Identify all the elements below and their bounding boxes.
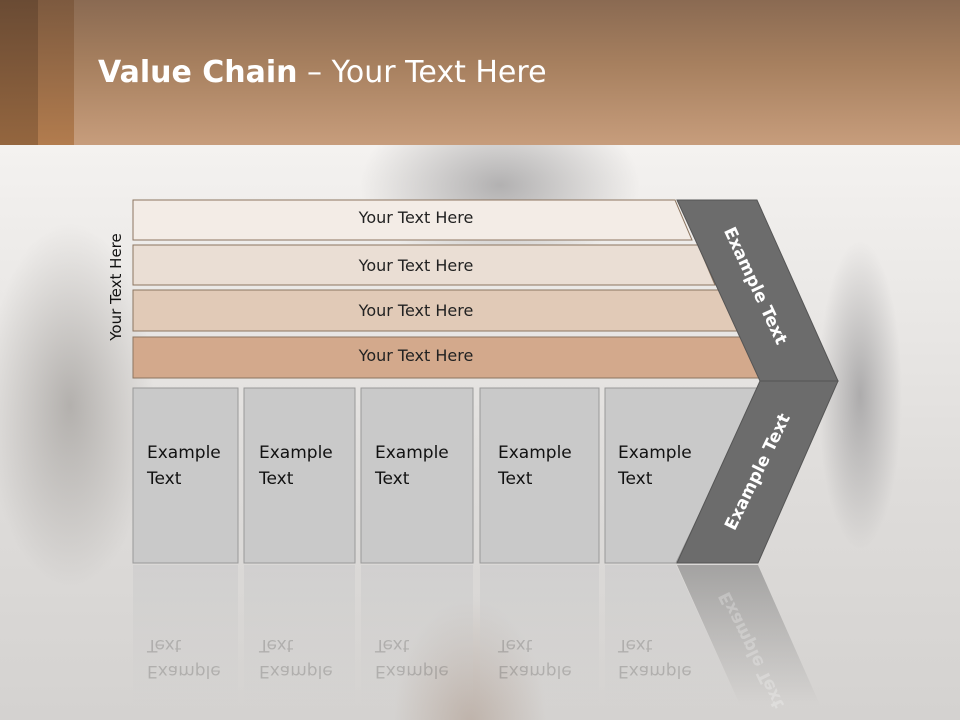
cell-3-line1: Example — [375, 443, 449, 463]
reflection-cell-2 — [244, 565, 355, 705]
cell-2[interactable] — [243, 387, 356, 564]
cell-3[interactable] — [360, 387, 474, 564]
reflection-cell-5 — [605, 565, 740, 705]
title-rest: – Your Text Here — [297, 55, 547, 90]
band-1[interactable] — [132, 199, 693, 241]
cell-2-line1: Example — [259, 443, 333, 463]
cell-3-label: Example Text — [375, 440, 449, 492]
cell-5-line2: Text — [618, 469, 653, 489]
cell-1-reflection: Example Text — [147, 632, 221, 684]
title-bold: Value Chain — [98, 55, 298, 90]
slide-title: Value Chain – Your Text Here — [98, 55, 547, 90]
cell-4-reflection-line1: Example — [498, 661, 572, 681]
reflection-cell-4 — [480, 565, 599, 705]
margin-chevron-lower[interactable] — [676, 380, 839, 564]
cell-3-reflection-line2: Text — [375, 635, 410, 655]
band-2[interactable] — [132, 244, 716, 286]
cell-5[interactable] — [604, 387, 761, 564]
cell-3-reflection-line1: Example — [375, 661, 449, 681]
band-1-label: Your Text Here — [358, 208, 474, 227]
cell-5-reflection: Example Text — [618, 632, 692, 684]
cell-5-line1: Example — [618, 443, 692, 463]
reflection-cell-3 — [361, 565, 473, 705]
cell-1-line2: Text — [147, 469, 182, 489]
cell-2-reflection-line1: Example — [259, 661, 333, 681]
cell-4-reflection: Example Text — [498, 632, 572, 684]
cell-4-line2: Text — [498, 469, 533, 489]
accent-strip-light — [38, 0, 74, 145]
cell-2-reflection-line2: Text — [259, 635, 294, 655]
cell-5-reflection-line2: Text — [618, 635, 653, 655]
cell-3-line2: Text — [375, 469, 410, 489]
cell-5-label: Example Text — [618, 440, 692, 492]
band-4-label: Your Text Here — [358, 346, 474, 365]
cell-4[interactable] — [479, 387, 600, 564]
cell-3-reflection: Example Text — [375, 632, 449, 684]
cell-4-label: Example Text — [498, 440, 572, 492]
cell-4-line1: Example — [498, 443, 572, 463]
cell-2-reflection: Example Text — [259, 632, 333, 684]
cell-1-reflection-line1: Example — [147, 661, 221, 681]
cell-2-label: Example Text — [259, 440, 333, 492]
cell-4-reflection-line2: Text — [498, 635, 533, 655]
cell-1-reflection-line2: Text — [147, 635, 182, 655]
cell-2-line2: Text — [259, 469, 294, 489]
cell-5-reflection-line1: Example — [618, 661, 692, 681]
band-3-label: Your Text Here — [358, 301, 474, 320]
cell-1-line1: Example — [147, 443, 221, 463]
accent-strip-dark — [0, 0, 38, 145]
band-2-label: Your Text Here — [358, 256, 474, 275]
cell-1-label: Example Text — [147, 440, 221, 492]
reflection-cell-1 — [133, 565, 238, 705]
reflection-chevron — [677, 565, 820, 705]
title-bar: Value Chain – Your Text Here — [0, 0, 960, 145]
cell-1[interactable] — [132, 387, 239, 564]
